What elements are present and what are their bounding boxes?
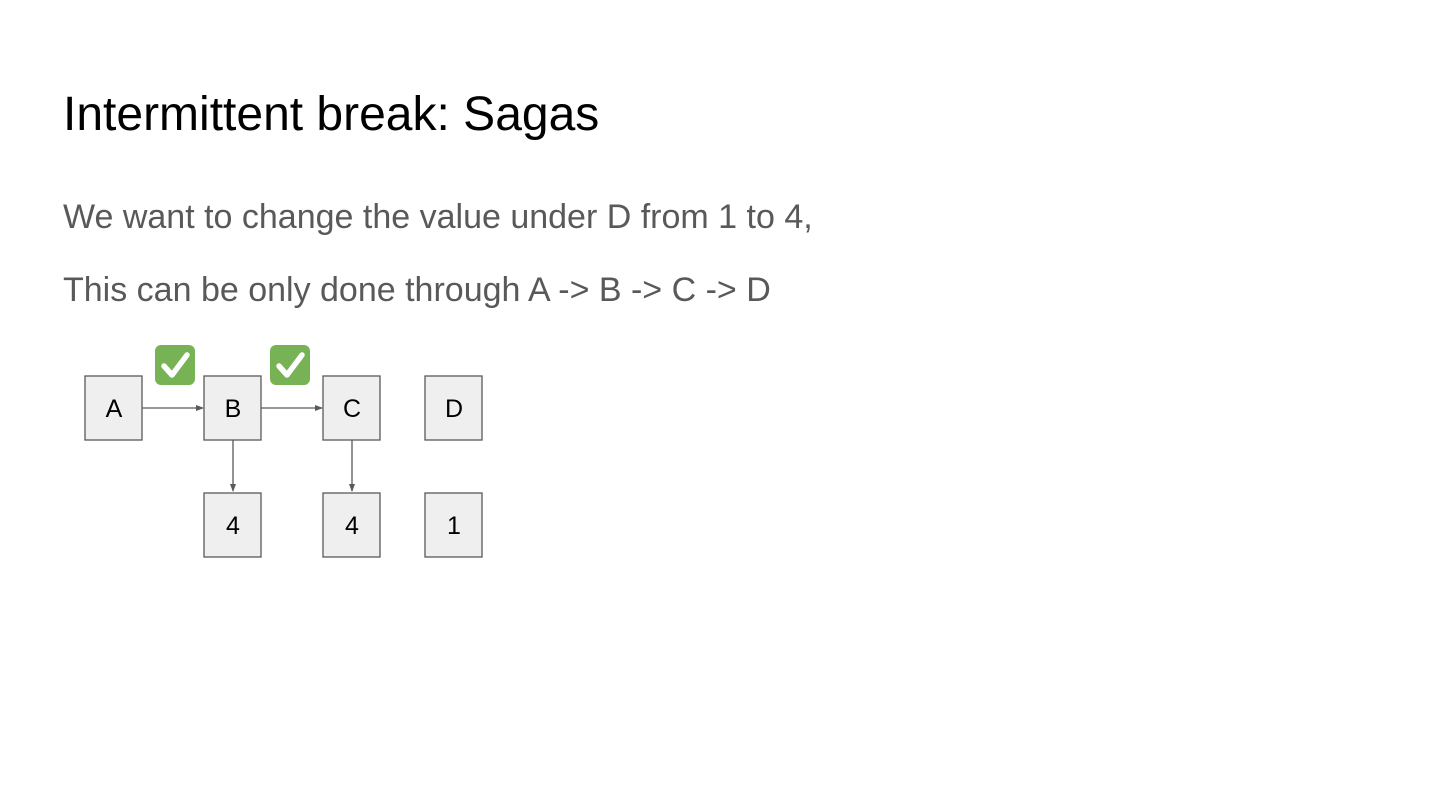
- value-node-b: 4: [203, 492, 262, 558]
- check-mark-button-icon: [270, 345, 310, 385]
- node-b-label: B: [225, 395, 242, 423]
- check-mark-button-icon: [155, 345, 195, 385]
- value-node-d: 1: [424, 492, 483, 558]
- value-node-d-label: 1: [447, 512, 461, 540]
- body-text-line-1: We want to change the value under D from…: [63, 198, 813, 236]
- value-node-c-label: 4: [345, 512, 359, 540]
- node-d: D: [424, 375, 483, 441]
- node-c-label: C: [343, 395, 361, 423]
- slide-title: Intermittent break: Sagas: [63, 88, 600, 141]
- node-b: B: [203, 375, 262, 441]
- node-d-label: D: [445, 395, 463, 423]
- value-node-c: 4: [322, 492, 381, 558]
- body-text-line-2: This can be only done through A -> B -> …: [63, 271, 771, 309]
- node-a: A: [84, 375, 143, 441]
- value-node-b-label: 4: [226, 512, 240, 540]
- node-a-label: A: [106, 395, 123, 423]
- node-c: C: [322, 375, 381, 441]
